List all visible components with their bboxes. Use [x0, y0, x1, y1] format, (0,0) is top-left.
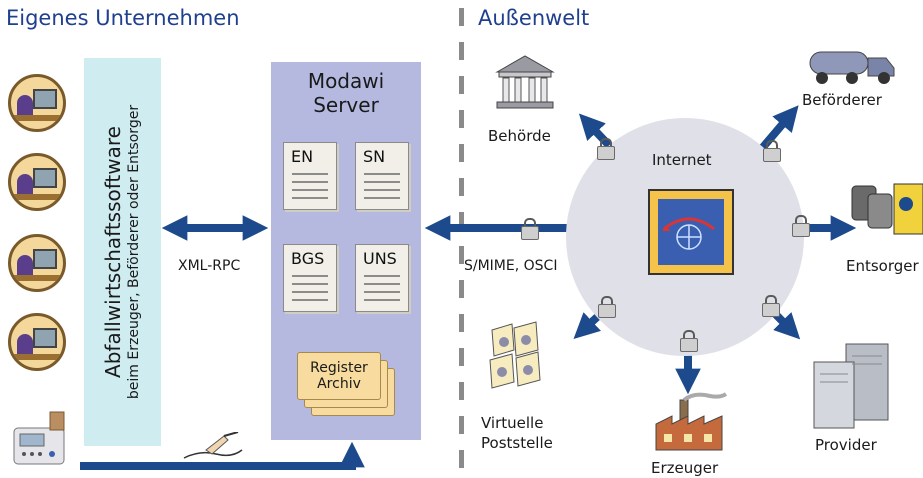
document-en: EN — [283, 142, 337, 210]
user-workstation-icon — [8, 313, 66, 371]
server-title-line2: Server — [313, 93, 379, 117]
behoerde-label: Behörde — [488, 127, 551, 145]
xml-rpc-label: XML-RPC — [178, 258, 241, 274]
internet-label: Internet — [652, 151, 712, 169]
smime-osci-label: S/MIME, OSCI — [464, 258, 558, 274]
virtual-mailroom-icon — [489, 321, 541, 389]
title-aussenwelt: Außenwelt — [478, 6, 590, 30]
waste-barrels-icon — [851, 183, 923, 235]
erzeuger-label: Erzeuger — [651, 459, 719, 477]
provider-label: Provider — [815, 436, 877, 454]
government-building-icon — [495, 55, 555, 109]
virtuelle-label-line2: Poststelle — [481, 434, 553, 452]
user-workstation-icon — [8, 74, 66, 132]
signing-hand-icon — [183, 432, 243, 459]
lock-icon — [598, 296, 616, 318]
lock-icon — [762, 295, 780, 317]
lock-icon — [597, 138, 615, 160]
server-title-line1: Modawi — [307, 69, 385, 93]
lock-icon — [521, 218, 539, 240]
folder-label-line2: Archiv — [317, 376, 361, 392]
lock-icon — [763, 140, 781, 162]
signature-pad-icon — [13, 411, 65, 465]
document-bgs: BGS — [283, 244, 337, 312]
internet-screen-icon — [648, 189, 734, 275]
virtuelle-label-line1: Virtuelle — [481, 414, 544, 432]
title-eigenes-unternehmen: Eigenes Unternehmen — [6, 6, 240, 30]
lock-icon — [680, 330, 698, 352]
software-panel — [84, 58, 161, 446]
server-rack-icon — [813, 343, 889, 429]
document-sn: SN — [355, 142, 409, 210]
folder-label-line1: Register — [310, 360, 368, 376]
lock-icon — [792, 215, 810, 237]
signature-arrow — [80, 441, 365, 470]
user-workstation-icon — [8, 153, 66, 211]
register-archiv-folder: Register Archiv — [297, 352, 381, 400]
modawi-server: Modawi Server EN SN BGS UNS Register Arc… — [271, 62, 421, 440]
user-workstation-icon — [8, 234, 66, 292]
document-uns: UNS — [355, 244, 409, 312]
factory-icon — [655, 392, 728, 451]
section-divider — [459, 8, 464, 478]
befoerderer-label: Beförderer — [802, 91, 882, 109]
tanker-truck-icon — [809, 51, 895, 84]
entsorger-label: Entsorger — [846, 257, 919, 275]
